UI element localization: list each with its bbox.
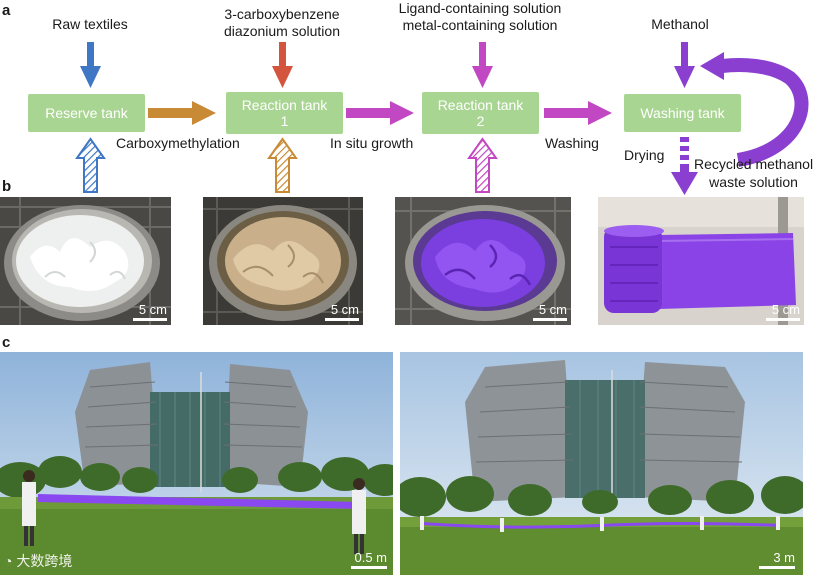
reaction-tank-1-line-1: Reaction tank	[241, 97, 328, 113]
red-down-arrow	[272, 42, 293, 88]
recycle-arrow	[700, 52, 809, 167]
reaction-tank-2: Reaction tank 2	[422, 92, 539, 134]
scale-bar-b1-label: 5 cm	[138, 302, 167, 317]
magenta-hatched-up-arrow	[467, 137, 498, 193]
diazonium-label: 3-carboxybenzene diazonium solution	[202, 6, 362, 40]
drying-arrow	[671, 137, 698, 195]
watermark-text: 大数跨境	[16, 553, 73, 569]
watermark: ◔ 大数跨境	[4, 551, 72, 571]
orange-right-arrow	[148, 101, 216, 125]
scale-bar-b2: 5 cm	[325, 302, 359, 321]
raw-textile-image	[0, 197, 171, 325]
ligand-label: Ligand-containing solution metal-contain…	[380, 0, 580, 34]
scale-bar-b4: 5 cm	[766, 302, 800, 321]
building-close-image	[0, 352, 393, 575]
scale-bar-c1-line	[351, 566, 387, 569]
reaction-tank-2-line-1: Reaction tank	[437, 97, 524, 113]
reserve-tank-label: Reserve tank	[45, 105, 128, 121]
scale-bar-c2-line	[759, 566, 795, 569]
building-far-image	[400, 352, 803, 575]
photo-raw-textile: 5 cm	[0, 197, 171, 325]
reserve-tank: Reserve tank	[28, 94, 145, 132]
scale-bar-b2-line	[325, 318, 359, 321]
blue-down-arrow	[80, 42, 101, 88]
magenta-right-arrow-2	[544, 101, 612, 125]
in-situ-growth-label: In situ growth	[330, 135, 414, 151]
methanol-label: Methanol	[630, 16, 730, 33]
watermark-icon: ◔	[4, 553, 17, 569]
washing-tank-label: Washing tank	[640, 105, 725, 121]
rolled-textile-image	[598, 197, 804, 325]
magenta-down-arrow	[472, 42, 493, 88]
panel-a-letter: a	[2, 2, 11, 19]
scale-bar-b1: 5 cm	[133, 302, 167, 321]
reaction-tank-2-line-2: 2	[476, 113, 485, 129]
photo-rolled-textile: 5 cm	[598, 197, 804, 325]
scale-bar-c1: 0.5 m	[351, 550, 387, 569]
scale-bar-c2-label: 3 m	[773, 550, 795, 565]
panel-b-letter: b	[2, 178, 12, 195]
person-left	[22, 470, 36, 546]
drying-label: Drying	[624, 147, 665, 163]
scale-bar-b2-label: 5 cm	[330, 302, 359, 317]
carboxymethylated-textile-image	[203, 197, 363, 325]
reaction-tank-1-line-2: 1	[280, 113, 289, 129]
recycled-line-2: waste solution	[709, 174, 798, 190]
reaction-tank-1: Reaction tank 1	[226, 92, 343, 134]
washing-tank: Washing tank	[624, 94, 741, 132]
recycled-line-1: Recycled methanol	[694, 156, 814, 172]
washing-label: Washing	[545, 135, 599, 151]
methanol-line: Methanol	[651, 16, 709, 32]
recycled-label: Recycled methanol waste solution	[694, 155, 813, 191]
purple-down-arrow	[674, 42, 695, 88]
scale-bar-c2: 3 m	[759, 550, 795, 569]
scale-bar-b3-line	[533, 318, 567, 321]
diazonium-line-2: diazonium solution	[224, 23, 340, 39]
scale-bar-b4-label: 5 cm	[771, 302, 800, 317]
scale-bar-b3: 5 cm	[533, 302, 567, 321]
carboxymethylation-label: Carboxymethylation	[116, 135, 240, 151]
diazonium-line-1: 3-carboxybenzene	[224, 6, 340, 22]
panel-a-arrows	[75, 42, 809, 195]
panel-c-letter: c	[2, 334, 11, 351]
mof-coated-textile-image	[395, 197, 571, 325]
person-right	[352, 478, 366, 554]
scale-bar-b1-line	[133, 318, 167, 321]
photo-mof-textile: 5 cm	[395, 197, 571, 325]
blue-hatched-up-arrow	[75, 137, 106, 193]
raw-textiles-label: Raw textiles	[40, 16, 140, 33]
photo-carboxymethylated-textile: 5 cm	[203, 197, 363, 325]
scale-bar-b4-line	[766, 318, 800, 321]
ligand-line-2: metal-containing solution	[402, 17, 558, 33]
scale-bar-b3-label: 5 cm	[538, 302, 567, 317]
raw-textiles-line: Raw textiles	[52, 16, 128, 32]
magenta-right-arrow-1	[346, 101, 414, 125]
scale-bar-c1-label: 0.5 m	[354, 550, 387, 565]
photo-building-close: ◔ 大数跨境 0.5 m	[0, 352, 393, 575]
photo-building-far: 3 m	[400, 352, 803, 575]
ligand-line-1: Ligand-containing solution	[398, 0, 562, 16]
orange-hatched-up-arrow	[267, 137, 298, 193]
